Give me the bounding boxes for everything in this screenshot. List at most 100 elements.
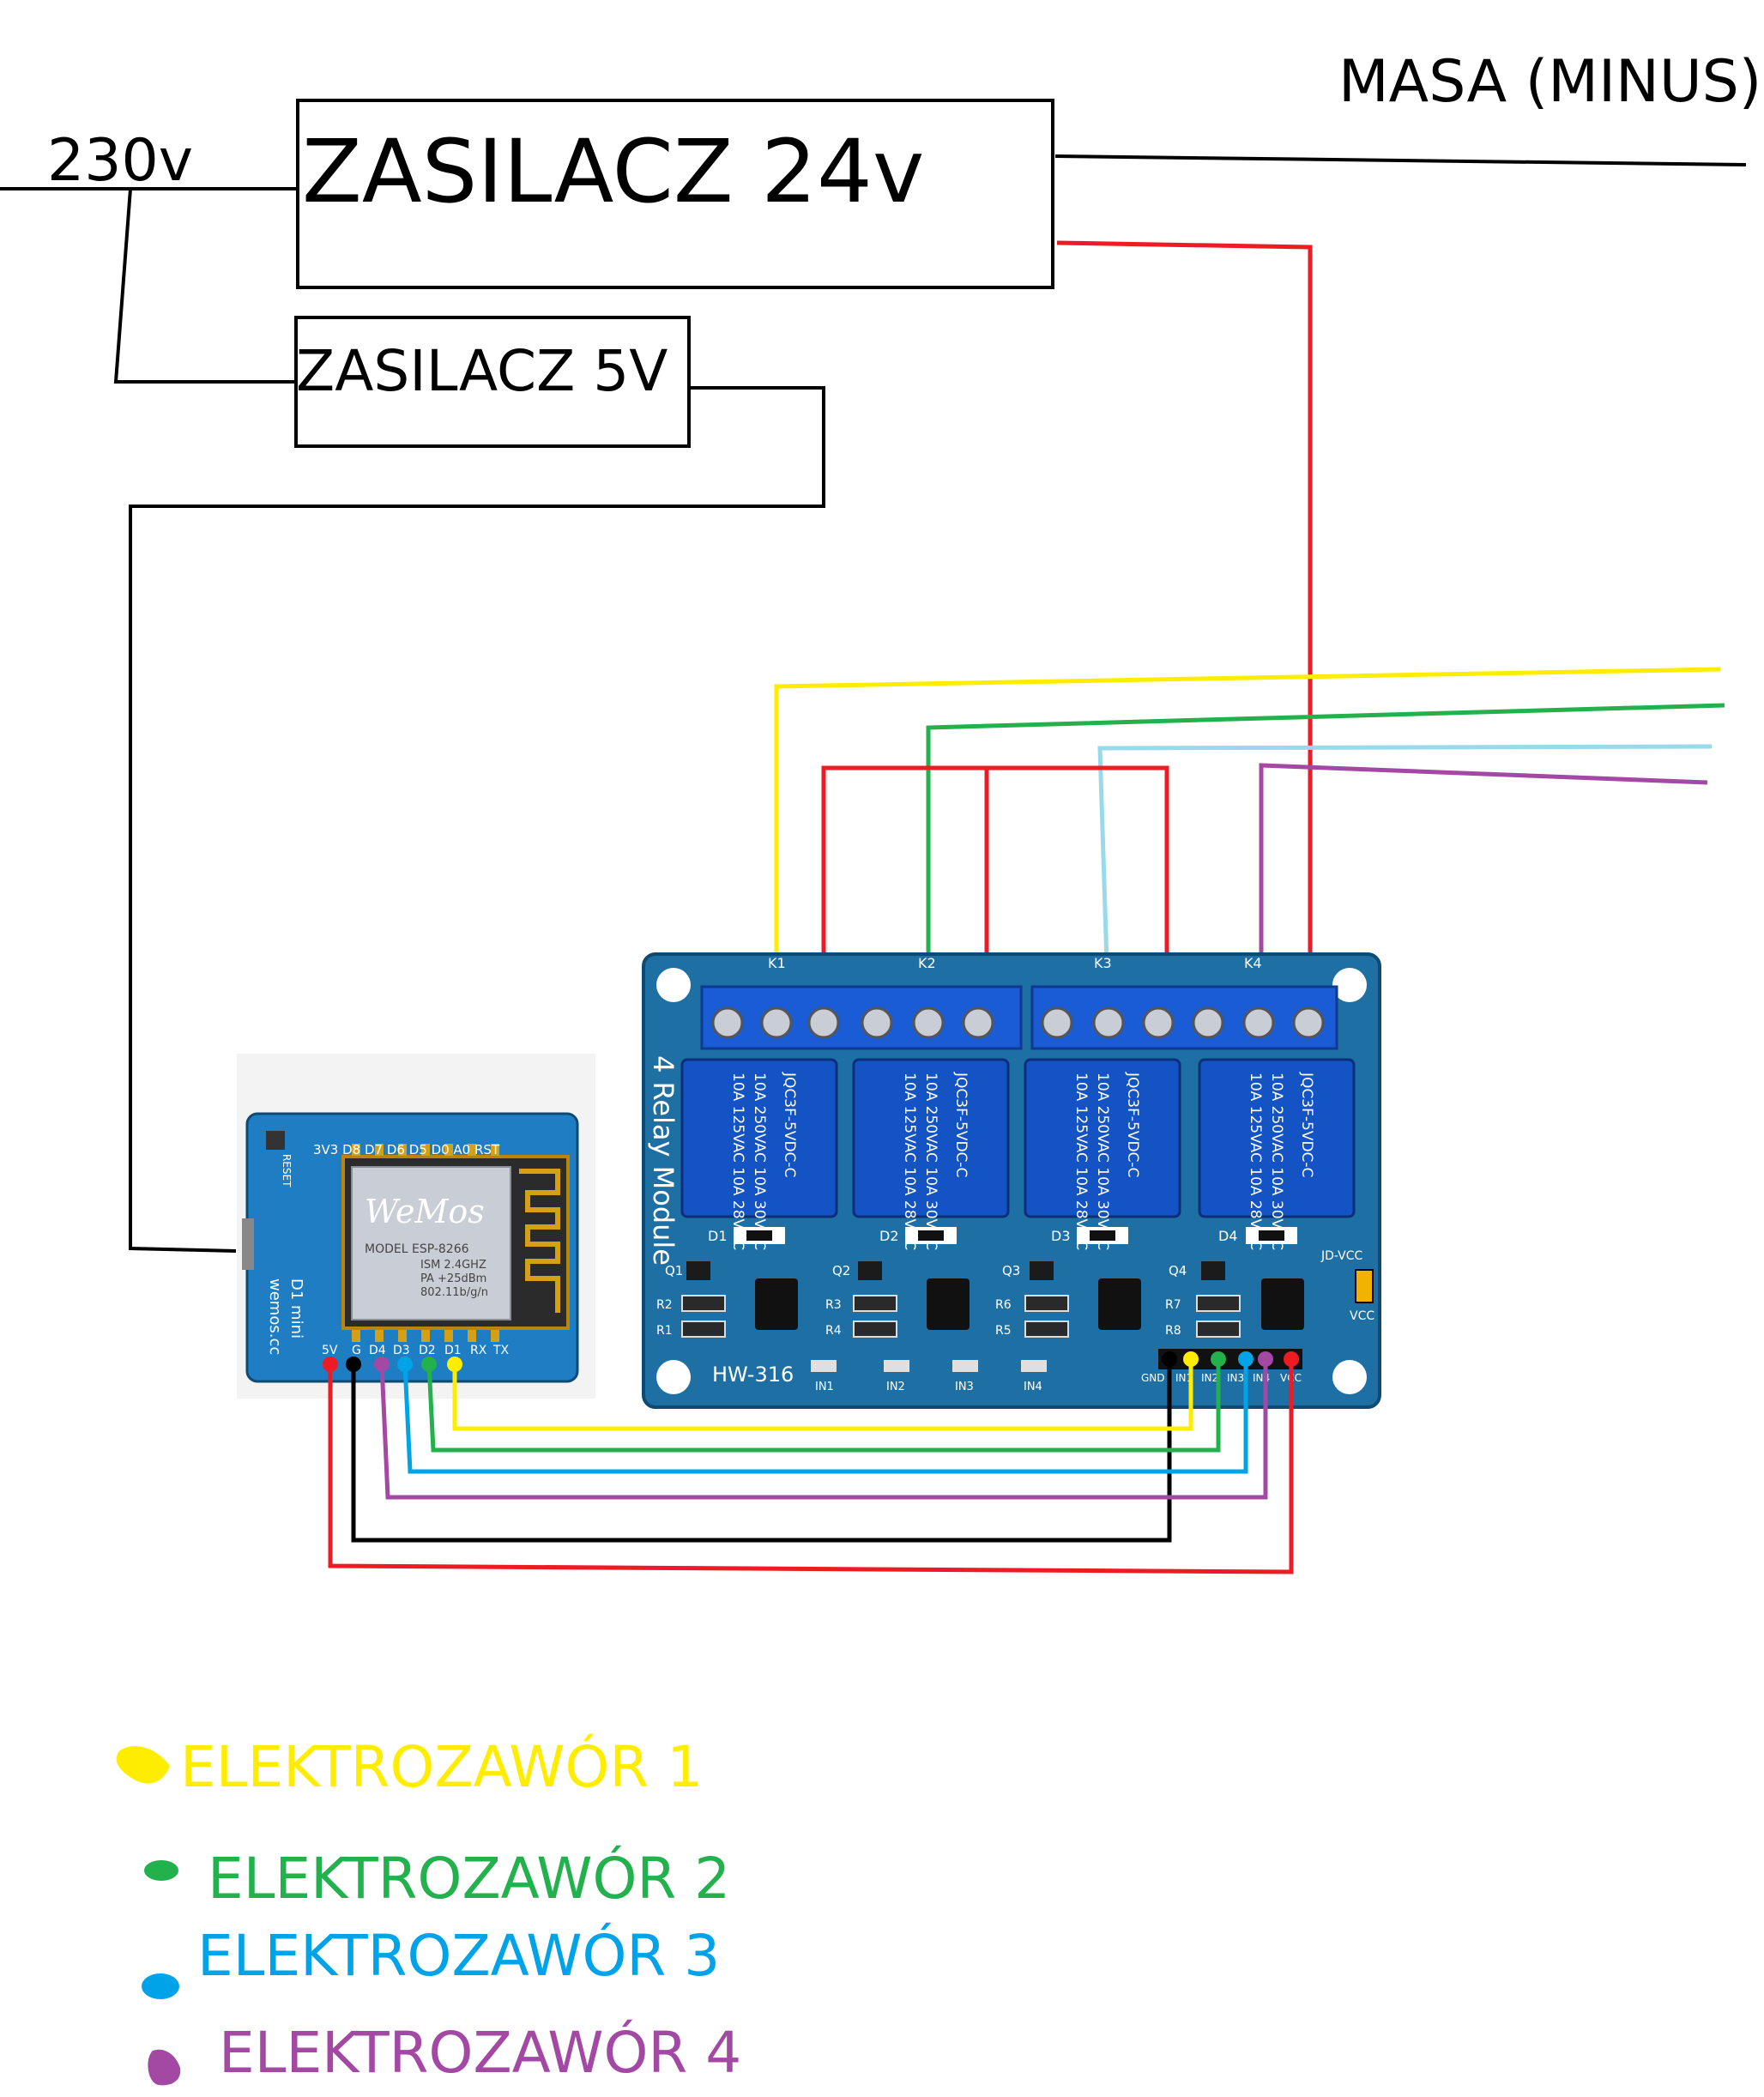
led-label-in1: IN1 (815, 1381, 834, 1393)
transistor-label-q3: Q3 (1002, 1263, 1020, 1278)
d3-in3-wire (402, 1363, 1248, 1474)
channel-label-k2: K2 (918, 955, 936, 971)
svg-text:G: G (352, 1344, 361, 1357)
legend-label-3: ELEKTROZAWÓR 3 (197, 1923, 720, 1989)
led-label-in2: IN2 (886, 1381, 905, 1393)
relay-3-common-wire (987, 765, 1169, 1017)
resistor-label-r8: R8 (1165, 1324, 1181, 1338)
channel-label-k3: K3 (1094, 955, 1112, 971)
svg-text:JQC3F-5VDC-C: JQC3F-5VDC-C (952, 1072, 970, 1177)
resistors (681, 1295, 1241, 1338)
terminal-block-right (1030, 985, 1338, 1050)
input-leds (811, 1360, 1047, 1372)
svg-text:5V: 5V (322, 1344, 338, 1357)
mount-hole (656, 968, 691, 1002)
psu-24v-box (296, 99, 1054, 289)
d1-in1-wire (452, 1364, 1193, 1431)
wemos-bottom-pin-labels: 5V G D4 D3 D2 D1 RX TX (322, 1344, 510, 1357)
led-label-in3: IN3 (955, 1381, 974, 1393)
wemos-d1-mini: WeMos MODEL ESP-8266 ISM 2.4GHZ PA +25dB… (237, 1054, 595, 1399)
ground-wire (1054, 154, 1747, 166)
legend-swatch-4 (148, 2049, 181, 2086)
resistor-label-r6: R6 (995, 1298, 1012, 1312)
relay-k3: JQC3F-5VDC-C 10A 250VAC 10A 30VDC 10A 12… (1024, 1058, 1181, 1250)
svg-text:D3: D3 (393, 1344, 410, 1357)
jumper-label-vcc: VCC (1350, 1309, 1374, 1323)
signal-wires (323, 1351, 1299, 1574)
mains-to-5v-wire (113, 188, 296, 384)
svg-text:IN2: IN2 (1201, 1372, 1218, 1384)
psu-5v-box (294, 316, 691, 448)
svg-text:IN3: IN3 (1227, 1372, 1244, 1384)
svg-text:GND: GND (1141, 1372, 1165, 1384)
d2-in2-wire (426, 1363, 1221, 1453)
relay-header-dots (1162, 1351, 1299, 1367)
svg-text:JQC3F-5VDC-C: JQC3F-5VDC-C (781, 1072, 798, 1177)
ground-label: MASA (MINUS) (1338, 48, 1761, 116)
relay-board-model: HW-316 (712, 1363, 794, 1387)
led-label-in4: IN4 (1024, 1381, 1042, 1393)
wemos-pin-dots (323, 1357, 462, 1372)
valve-2-wire (926, 703, 1725, 1017)
wemos-board-site: wemos.cc (266, 1278, 284, 1355)
svg-text:10A 125VAC 10A 28VDC: 10A 125VAC 10A 28VDC (1072, 1073, 1090, 1250)
esp-standard: 802.11b/g/n (420, 1286, 488, 1299)
legend-label-1: ELEKTROZAWÓR 1 (180, 1734, 703, 1800)
relay-k1: JQC3F-5VDC-C 10A 250VAC 10A 30VDC 10A 12… (680, 1058, 838, 1250)
relay-board-title: 4 Relay Module (647, 1055, 680, 1266)
esp-shield (351, 1166, 511, 1320)
svg-text:10A 125VAC 10A 28VDC: 10A 125VAC 10A 28VDC (729, 1073, 746, 1250)
esp-band: ISM 2.4GHZ (420, 1259, 486, 1272)
usb-connector (242, 1218, 254, 1270)
channel-label-k4: K4 (1244, 955, 1262, 971)
valve-1-wire (774, 667, 1721, 1017)
svg-text:RX: RX (470, 1344, 487, 1357)
esp-power: PA +25dBm (420, 1272, 486, 1285)
wemos-gold-pads (352, 1144, 499, 1342)
channel-label-k1: K1 (768, 955, 786, 971)
svg-text:D4: D4 (369, 1344, 386, 1357)
resistor-label-r2: R2 (656, 1298, 673, 1312)
diode-label-d4: D4 (1218, 1228, 1238, 1244)
valve-3-wire (1097, 744, 1713, 1018)
relay-board: K1 K2 K3 K4 4 Relay Module JQC3F-5VDC-C … (642, 952, 1381, 1409)
resistor-label-r3: R3 (825, 1298, 842, 1312)
input-header (1158, 1349, 1302, 1369)
resistor-label-r1: R1 (656, 1324, 673, 1338)
resistor-label-r7: R7 (1165, 1298, 1181, 1312)
legend-swatch-2 (144, 1860, 178, 1881)
wemos-board-name: D1 mini (287, 1278, 305, 1339)
svg-text:10A 250VAC 10A 30VDC: 10A 250VAC 10A 30VDC (1094, 1073, 1111, 1250)
antenna-trace (519, 1169, 560, 1313)
legend: ELEKTROZAWÓR 1 ELEKTROZAWÓR 2 ELEKTROZAW… (116, 1734, 741, 2086)
diode-label-d2: D2 (879, 1228, 899, 1244)
d4-in4-wire (379, 1363, 1268, 1500)
psu-24v-label: ZASILACZ 24v (302, 121, 924, 223)
relay-k2: JQC3F-5VDC-C 10A 250VAC 10A 30VDC 10A 12… (852, 1058, 1010, 1250)
transistor-label-q2: Q2 (832, 1263, 850, 1278)
svg-text:D1: D1 (444, 1344, 462, 1357)
svg-text:D2: D2 (419, 1344, 436, 1357)
mount-hole (656, 1360, 691, 1394)
svg-text:IN1: IN1 (1175, 1372, 1193, 1384)
diode-label-d1: D1 (708, 1228, 728, 1244)
legend-label-4: ELEKTROZAWÓR 4 (219, 2020, 741, 2086)
mount-hole (1332, 1360, 1367, 1394)
diodes (734, 1227, 1297, 1244)
resistor-label-r4: R4 (825, 1324, 842, 1338)
jumper-label-jdvcc: JD-VCC (1320, 1249, 1362, 1263)
mains-label: 230v (47, 127, 193, 195)
svg-text:10A 250VAC 10A 30VDC: 10A 250VAC 10A 30VDC (751, 1073, 768, 1250)
wemos-reset-label: RESET (281, 1154, 293, 1187)
valve-4-wire (1259, 763, 1708, 1017)
svg-text:TX: TX (492, 1344, 510, 1357)
svg-text:JQC3F-5VDC-C: JQC3F-5VDC-C (1124, 1072, 1141, 1177)
psu-5v-label: ZASILACZ 5V (296, 338, 668, 404)
relay-1-common-wire (821, 765, 989, 1017)
wemos-top-pins: 3V3 D8 D7 D6 D5 D0 A0 RST (313, 1142, 500, 1157)
resistor-label-r5: R5 (995, 1324, 1012, 1338)
esp-model: MODEL ESP-8266 (365, 1242, 469, 1256)
terminal-screws (711, 1006, 1325, 1039)
transistor-label-q1: Q1 (665, 1263, 683, 1278)
